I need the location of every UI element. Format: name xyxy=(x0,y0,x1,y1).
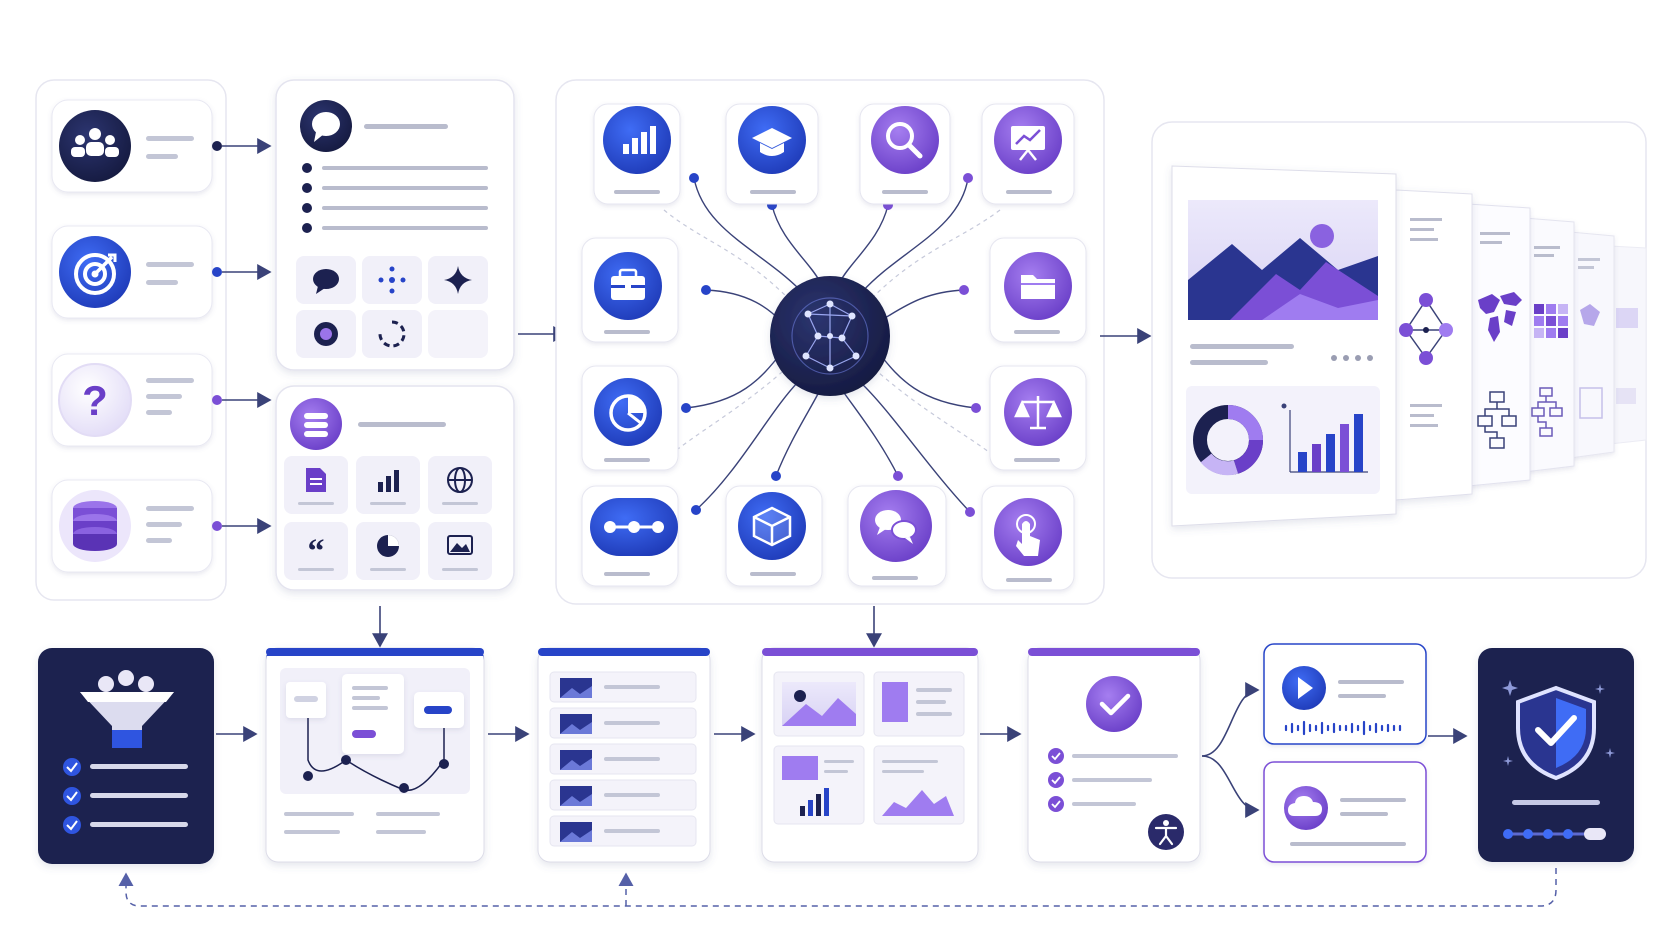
sparkle-decoration xyxy=(1502,680,1615,766)
source-card-database[interactable] xyxy=(51,479,213,573)
wireframe-icon xyxy=(280,668,470,794)
image-list-icon xyxy=(549,671,697,847)
output-page-5 xyxy=(1609,245,1647,445)
capability-conversation[interactable] xyxy=(847,485,947,587)
stack-icon xyxy=(304,413,328,437)
ai-hub-panel xyxy=(555,79,1105,605)
video-play-icon xyxy=(1282,666,1326,710)
pipeline-step-review[interactable] xyxy=(1027,647,1201,863)
pipeline-step-compose[interactable] xyxy=(761,647,979,863)
scales-icon xyxy=(1014,396,1062,430)
outputs-panel xyxy=(1151,121,1647,579)
bar-chart-icon xyxy=(1289,410,1368,473)
pipeline-step-filter[interactable] xyxy=(38,648,214,864)
checklist xyxy=(63,758,188,834)
flowchart-icon xyxy=(1531,387,1563,437)
output-page-1 xyxy=(1395,189,1473,501)
conversation-icon xyxy=(875,510,917,544)
output-page-3 xyxy=(1523,217,1575,473)
source-card-team[interactable] xyxy=(51,99,213,193)
presentation-icon xyxy=(1011,126,1045,161)
sparkle-icon[interactable] xyxy=(444,266,472,294)
chat-icon[interactable] xyxy=(313,269,339,294)
world-map-icon xyxy=(1478,292,1522,342)
review-checklist xyxy=(1048,748,1178,812)
pipeline-step-video[interactable] xyxy=(1263,643,1427,745)
donut-chart-icon xyxy=(1193,405,1264,476)
search-icon xyxy=(886,122,923,159)
pie-chart-icon xyxy=(609,394,647,432)
database-icon xyxy=(73,501,117,551)
pipeline-step-cloud[interactable] xyxy=(1263,761,1427,863)
hub-connectors xyxy=(685,177,977,513)
shield-check-icon xyxy=(1516,685,1596,781)
cube-icon xyxy=(752,506,792,547)
cloud-icon xyxy=(1284,786,1328,830)
content-panel: “ xyxy=(275,385,515,591)
capability-compliance[interactable] xyxy=(989,365,1087,471)
branch-connectors xyxy=(1201,682,1260,818)
bar-chart-icon[interactable] xyxy=(378,470,399,492)
source-connectors xyxy=(212,138,272,534)
pipeline-step-assets[interactable] xyxy=(537,647,711,863)
capability-workflow[interactable] xyxy=(581,485,679,587)
briefcase-icon xyxy=(611,268,645,300)
capability-search[interactable] xyxy=(859,103,951,205)
content-tools-grid: “ xyxy=(284,456,492,580)
document-icon[interactable] xyxy=(306,468,326,492)
pipeline-step-secure[interactable] xyxy=(1478,648,1634,862)
chat-bubble-icon xyxy=(312,112,340,142)
pipeline-step-design[interactable] xyxy=(265,647,485,863)
network-graph-icon xyxy=(1399,293,1453,365)
question-icon: ? xyxy=(82,377,108,424)
layout-grid-icon xyxy=(773,671,965,825)
touch-icon xyxy=(1016,514,1040,556)
source-card-target[interactable] xyxy=(51,225,213,319)
image-icon[interactable] xyxy=(447,535,473,555)
heatmap-grid-icon xyxy=(1534,304,1568,338)
output-page-4 xyxy=(1569,231,1615,459)
pie-chart-icon[interactable] xyxy=(377,535,399,557)
sources-panel: ? xyxy=(35,79,227,601)
capability-product[interactable] xyxy=(725,485,823,587)
prompt-panel xyxy=(275,79,515,371)
analytics-icon xyxy=(623,126,656,154)
capability-education[interactable] xyxy=(725,103,819,205)
check-circle-icon xyxy=(1086,676,1142,732)
capability-presentation[interactable] xyxy=(981,103,1075,205)
folder-icon xyxy=(1021,275,1055,299)
neural-network-icon xyxy=(770,276,890,396)
landscape-image-icon xyxy=(1188,200,1378,320)
capability-business[interactable] xyxy=(581,237,679,343)
feedback-loop xyxy=(118,868,1557,907)
hub-connector-dots xyxy=(681,173,981,517)
output-page-2 xyxy=(1467,203,1531,487)
progress-dots xyxy=(1503,828,1606,840)
prompt-tools-grid xyxy=(296,256,488,358)
capability-analytics[interactable] xyxy=(593,103,681,205)
capability-reports[interactable] xyxy=(581,365,679,471)
team-icon xyxy=(71,128,119,157)
output-main-card[interactable] xyxy=(1171,165,1397,527)
quote-icon[interactable]: “ xyxy=(308,533,325,570)
flowchart-icon xyxy=(1477,391,1517,449)
graduation-cap-icon xyxy=(752,128,792,156)
capability-interaction[interactable] xyxy=(981,485,1075,591)
audio-waveform xyxy=(1284,720,1402,736)
record-icon[interactable] xyxy=(314,322,338,346)
target-icon xyxy=(74,253,117,295)
source-card-question[interactable]: ? xyxy=(51,353,213,447)
globe-icon[interactable] xyxy=(447,467,473,493)
funnel-icon xyxy=(80,670,174,748)
nodes-icon[interactable] xyxy=(378,266,406,294)
accessibility-icon xyxy=(1148,814,1184,850)
flow-dots-icon xyxy=(604,521,664,533)
capability-files[interactable] xyxy=(989,237,1087,343)
